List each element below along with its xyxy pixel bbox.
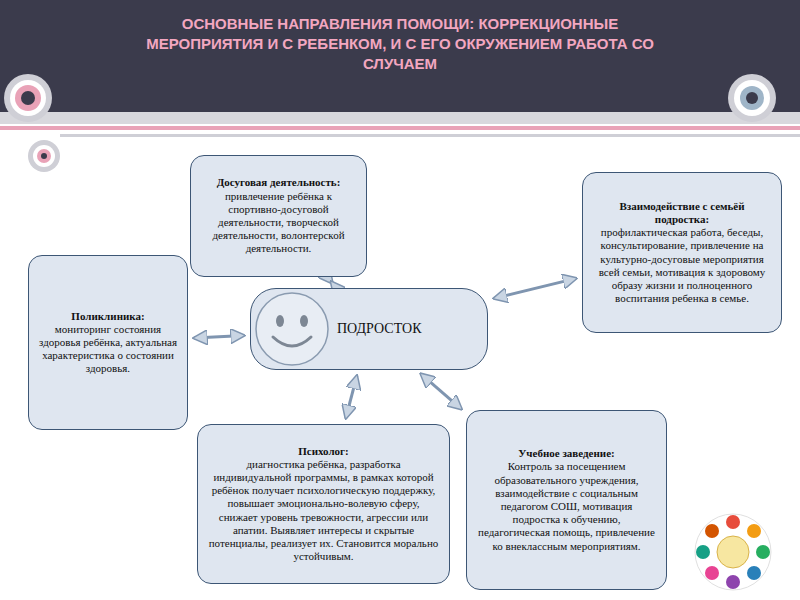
stripe: [60, 134, 800, 137]
box-text: ПОДРОСТОК: [337, 321, 421, 338]
box-heading: Поликлиника:: [38, 310, 178, 323]
double-arrow: [331, 282, 332, 284]
double-arrow: [194, 335, 244, 338]
psychologist-box: Психолог:диагностика ребёнка, разработка…: [197, 424, 450, 584]
smiley-face: [253, 291, 331, 367]
school-box: Учебное заведение:Контроль за посещением…: [466, 410, 667, 590]
stripe: [0, 126, 800, 130]
stripe: [0, 112, 800, 124]
box-heading: Психолог:: [207, 445, 440, 458]
box-text: диагностика ребёнка, разработка индивиду…: [207, 458, 440, 564]
box-heading: Взаимодействие с семьёй подростка:: [592, 200, 772, 226]
leisure-box: Досуговая деятельность:привлечение ребён…: [190, 155, 367, 277]
ring-ornament: [28, 140, 60, 172]
double-arrow: [346, 376, 357, 418]
teen-box: ПОДРОСТОК: [250, 288, 488, 370]
family-logo: [695, 514, 771, 590]
box-text: профилактическая работа, беседы, консуль…: [592, 226, 772, 305]
box-heading: Учебное заведение:: [476, 447, 657, 460]
ring-ornament: [728, 74, 776, 122]
box-text: Контроль за посещением образовательного …: [476, 460, 657, 552]
box-text: мониторинг состояния здоровья ребёнка, а…: [38, 323, 178, 376]
double-arrow: [494, 278, 576, 298]
clinic-box: Поликлиника:мониторинг состояния здоровь…: [28, 255, 188, 430]
header-band: [0, 0, 800, 112]
box-text: привлечение ребёнка к спортивно-досугово…: [200, 190, 357, 256]
box-heading: Досуговая деятельность:: [200, 176, 357, 189]
title: ОСНОВНЫЕ НАПРАВЛЕНИЯ ПОМОЩИ: КОРРЕКЦИОНН…: [140, 14, 660, 74]
family-box: Взаимодействие с семьёй подростка:профил…: [582, 172, 782, 333]
ring-ornament: [4, 74, 52, 122]
double-arrow: [421, 374, 462, 409]
